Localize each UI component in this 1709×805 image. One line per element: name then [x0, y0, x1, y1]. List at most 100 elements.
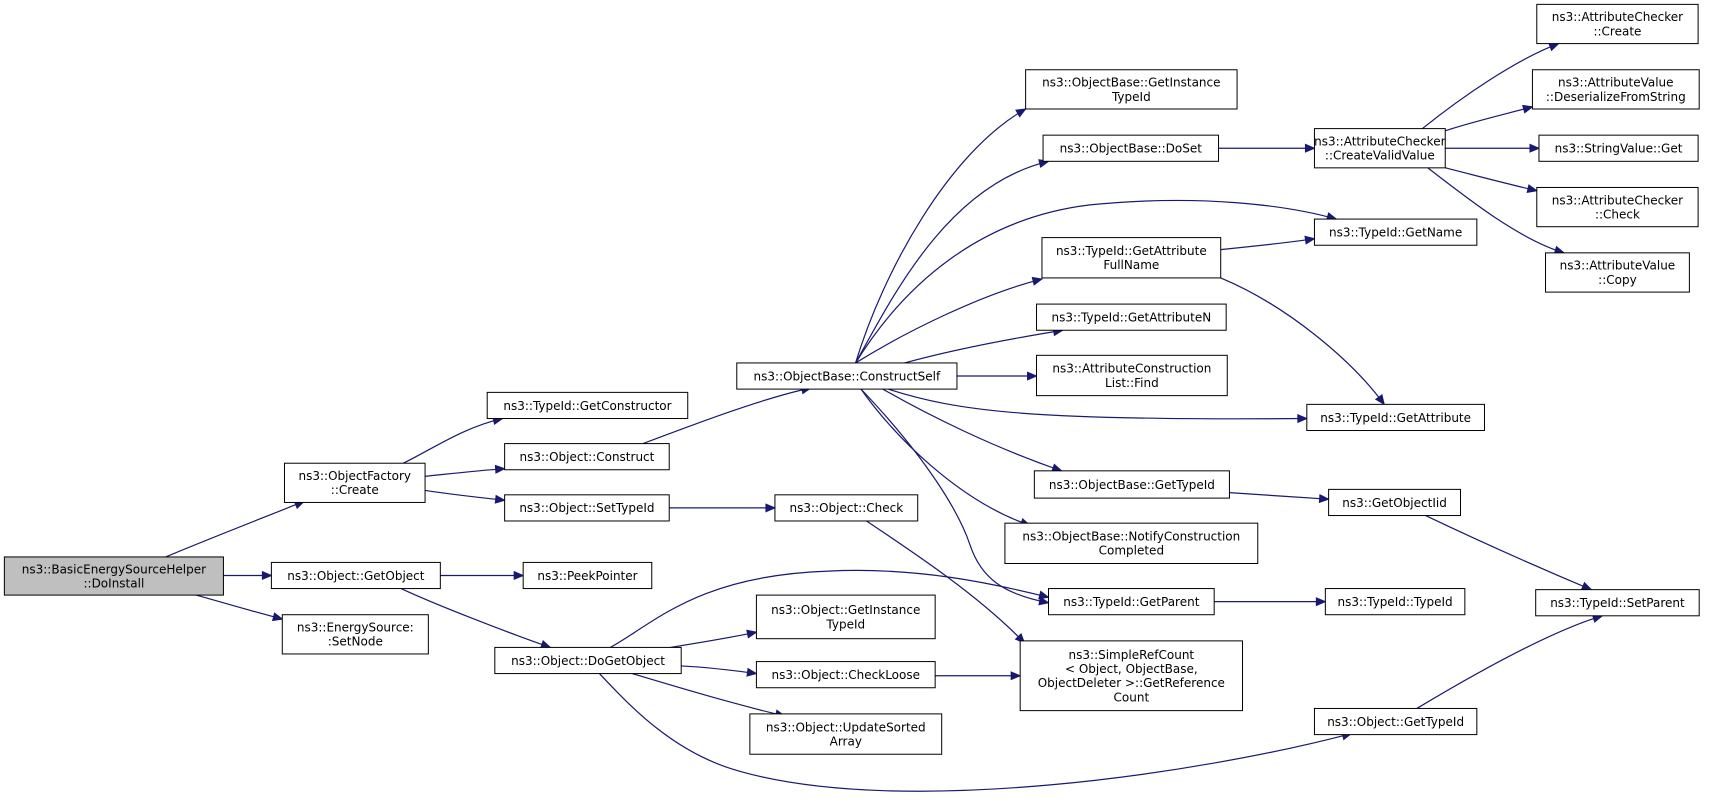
edge-root-to-energysource_setnode: [196, 594, 284, 622]
node-obj_dogetobject[interactable]: ns3::Object::DoGetObject: [494, 646, 682, 675]
edge-objbase_constructself-to-typeid_getattribute: [888, 388, 1309, 424]
node-box: [1019, 640, 1244, 712]
node-label-line: ObjectDeleter >::GetReference: [1038, 676, 1225, 690]
node-typeid_getname[interactable]: ns3::TypeId::GetName: [1313, 218, 1478, 246]
node-box: [736, 362, 958, 390]
node-label-line: ns3::EnergySource:: [297, 621, 414, 635]
node-box: [504, 494, 670, 522]
node-label-line: ns3::BasicEnergySourceHelper: [22, 562, 206, 576]
node-objbase_doset[interactable]: ns3::ObjectBase::DoSet: [1042, 134, 1220, 162]
node-label-line: ns3::Object::CheckLoose: [772, 668, 920, 682]
node-typeid_getparent[interactable]: ns3::TypeId::GetParent: [1048, 588, 1215, 616]
node-objbase_notifyconstructioncompleted[interactable]: ns3::ObjectBase::NotifyConstructionCompl…: [1004, 522, 1259, 564]
node-box: [1041, 237, 1222, 279]
node-label-line: Count: [1114, 690, 1150, 704]
node-objfactory_create[interactable]: ns3::ObjectFactory::Create: [283, 462, 426, 503]
node-getobjectiid[interactable]: ns3::GetObjectIid: [1328, 488, 1461, 517]
node-box: [1036, 303, 1227, 331]
arrowhead: [1304, 235, 1316, 245]
arrowhead: [1304, 143, 1316, 153]
node-label-line: ns3::SimpleRefCount: [1069, 648, 1195, 662]
node-label-line: ns3::AttributeValue: [1558, 76, 1674, 90]
node-simplerefcount_getreferencecount[interactable]: ns3::SimpleRefCount< Object, ObjectBase,…: [1019, 640, 1244, 712]
arrowhead: [513, 570, 525, 581]
node-label-line: ns3::PeekPointer: [537, 569, 637, 583]
node-attrvalue_copy[interactable]: ns3::AttributeValue::Copy: [1545, 252, 1690, 293]
node-label-line: :SetNode: [328, 635, 383, 649]
node-typeid_getattribute[interactable]: ns3::TypeId::GetAttribute: [1306, 403, 1485, 432]
arrowhead: [1015, 108, 1027, 118]
node-root: ns3::BasicEnergySourceHelper::DoInstall: [3, 556, 224, 596]
edge-objbase_constructself-to-typeid_getname: [855, 199, 1338, 364]
node-obj_settypeid[interactable]: ns3::Object::SetTypeId: [504, 494, 670, 522]
node-attrvalue_deserializefromstring[interactable]: ns3::AttributeValue::DeserializeFromStri…: [1531, 69, 1700, 110]
node-label-line: ns3::Object::UpdateSorted: [766, 720, 926, 734]
node-label-line: ns3::Object::Construct: [519, 450, 654, 464]
node-obj_getobject[interactable]: ns3::Object::GetObject: [270, 561, 441, 590]
node-label-line: FullName: [1103, 258, 1159, 272]
node-obj_construct[interactable]: ns3::Object::Construct: [504, 443, 670, 471]
node-label-line: ns3::TypeId::GetAttributeN: [1051, 310, 1211, 324]
node-label-line: ::DeserializeFromString: [1546, 90, 1686, 104]
edge-obj_dogetobject-to-typeid_getparent: [610, 569, 1050, 648]
arrowhead: [1038, 596, 1050, 606]
node-label-line: ns3::TypeId::GetConstructor: [503, 399, 671, 413]
node-attrchecker_create[interactable]: ns3::AttributeChecker::Create: [1536, 3, 1699, 45]
node-peekpointer[interactable]: ns3::PeekPointer: [522, 561, 653, 590]
node-typeid_getattributen[interactable]: ns3::TypeId::GetAttributeN: [1036, 303, 1227, 331]
node-obj_gettypeid[interactable]: ns3::Object::GetTypeId: [1313, 707, 1478, 736]
edge-objbase_constructself-to-typeid_getparent: [860, 388, 1050, 606]
node-label-line: ns3::ObjectFactory: [299, 469, 412, 483]
arrowhead: [746, 629, 758, 639]
node-label-line: ns3::ObjectBase::DoSet: [1060, 142, 1203, 156]
node-label-line: List::Find: [1105, 376, 1159, 390]
node-box: [1025, 69, 1238, 110]
node-obj_check[interactable]: ns3::Object::Check: [774, 494, 919, 522]
node-box: [522, 561, 653, 590]
node-typeid_getconstructor[interactable]: ns3::TypeId::GetConstructor: [486, 391, 689, 420]
node-label-line: ::CreateValidValue: [1325, 149, 1435, 163]
node-energysource_setnode[interactable]: ns3::EnergySource::SetNode: [281, 614, 429, 655]
edge-attrchecker_createvalidvalue-to-attrvalue_copy: [1427, 167, 1566, 255]
node-box: [3, 556, 224, 596]
node-typeid_typeid[interactable]: ns3::TypeId::TypeId: [1324, 588, 1466, 616]
node-typeid_setparent[interactable]: ns3::TypeId::SetParent: [1535, 589, 1700, 617]
node-attrchecker_createvalidvalue[interactable]: ns3::AttributeChecker::CreateValidValue: [1313, 128, 1446, 169]
arrowhead: [1010, 671, 1022, 681]
arrowhead: [746, 667, 758, 677]
node-label-line: ns3::Object::GetInstance: [771, 603, 920, 617]
node-label-line: ::Check: [1595, 207, 1640, 221]
edge-objfactory_create-to-obj_settypeid: [424, 489, 506, 504]
node-box: [281, 614, 429, 655]
node-stringvalue_get[interactable]: ns3::StringValue::Get: [1538, 134, 1699, 162]
node-obj_checkloose[interactable]: ns3::Object::CheckLoose: [755, 661, 936, 689]
node-label-line: ns3::Object::SetTypeId: [519, 501, 654, 515]
edge-attrchecker_createvalidvalue-to-attrchecker_check: [1445, 167, 1539, 194]
node-attrchecker_check[interactable]: ns3::AttributeChecker::Check: [1536, 186, 1699, 228]
node-objbase_gettypeid[interactable]: ns3::ObjectBase::GetTypeId: [1033, 470, 1230, 499]
node-box: [504, 443, 670, 471]
arrowhead: [1297, 414, 1309, 424]
arrowhead: [1548, 42, 1560, 52]
edge-obj_settypeid-to-obj_check: [669, 503, 777, 513]
node-label-line: ns3::ObjectBase::NotifyConstruction: [1022, 530, 1240, 544]
edge-objbase_gettypeid-to-getobjectiid: [1229, 492, 1330, 504]
node-label-line: ns3::AttributeChecker: [1314, 134, 1445, 148]
node-label-line: ::Copy: [1598, 273, 1637, 287]
node-box: [1313, 128, 1446, 169]
edge-attrchecker_createvalidvalue-to-attrvalue_deserializefromstring: [1445, 104, 1534, 132]
edge-objbase_doset-to-attrchecker_createvalidvalue: [1218, 143, 1316, 153]
node-objbase_constructself[interactable]: ns3::ObjectBase::ConstructSelf: [736, 362, 958, 390]
node-label-line: ns3::TypeId::GetParent: [1063, 595, 1199, 609]
node-box: [494, 646, 682, 675]
arrowhead: [1580, 581, 1593, 591]
edge-objbase_constructself-to-objbase_getinstancetypeid: [855, 108, 1027, 364]
node-label-line: Array: [830, 734, 862, 748]
edge-typeid_getattributefullname-to-typeid_getattribute: [1220, 277, 1385, 406]
node-box: [1536, 3, 1699, 45]
